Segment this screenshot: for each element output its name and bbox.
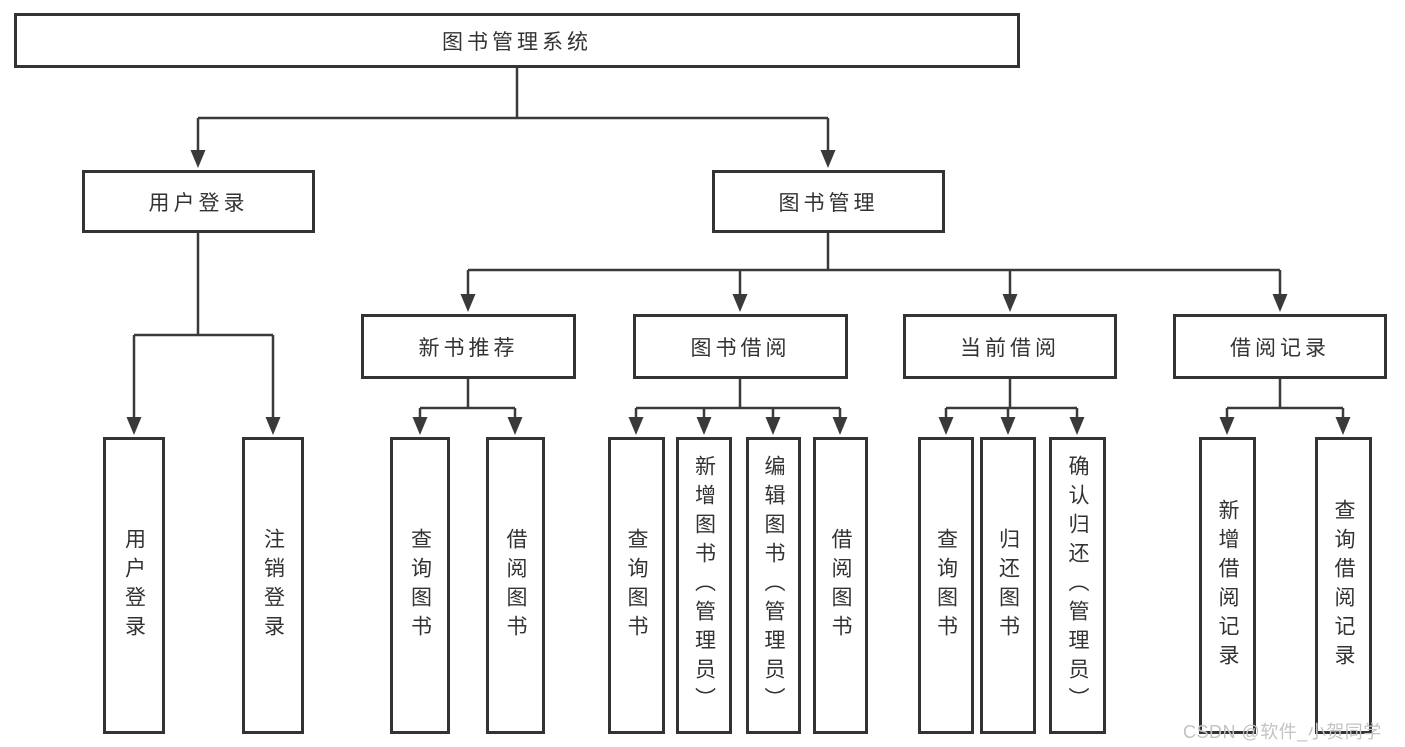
node-label: 图书借阅 bbox=[690, 336, 791, 360]
node-label: 新增图书（管理员） bbox=[692, 455, 716, 716]
node-label: 查询图书 bbox=[625, 527, 648, 644]
node-label: 用户登录 bbox=[148, 191, 249, 215]
node-label: 新书推荐 bbox=[418, 336, 519, 360]
node-label: 借阅图书 bbox=[829, 527, 852, 644]
node-user-login-group: 用户登录 bbox=[82, 170, 315, 233]
leaf-borrow-books-recommend: 借阅图书 bbox=[486, 437, 545, 734]
leaf-user-login: 用户登录 bbox=[103, 437, 165, 734]
node-label: 注销登录 bbox=[261, 527, 285, 644]
leaf-add-book-admin: 新增图书（管理员） bbox=[676, 437, 732, 734]
node-label: 图书管理系统 bbox=[442, 30, 592, 54]
node-current-borrowing: 当前借阅 bbox=[903, 314, 1117, 379]
node-new-book-recommend: 新书推荐 bbox=[361, 314, 576, 379]
node-label: 当前借阅 bbox=[960, 336, 1060, 360]
leaf-borrow-books-borrowing: 借阅图书 bbox=[813, 437, 868, 734]
leaf-confirm-return-admin: 确认归还（管理员） bbox=[1049, 437, 1106, 734]
node-label: 图书管理 bbox=[778, 191, 879, 215]
node-label: 用户登录 bbox=[122, 527, 146, 644]
leaf-add-borrow-record: 新增借阅记录 bbox=[1199, 437, 1256, 734]
node-label: 确认归还（管理员） bbox=[1066, 455, 1089, 716]
leaf-return-book: 归还图书 bbox=[980, 437, 1036, 734]
node-book-borrowing: 图书借阅 bbox=[633, 314, 848, 379]
node-label: 借阅图书 bbox=[504, 527, 527, 644]
node-book-management: 图书管理 bbox=[712, 170, 945, 233]
leaf-logout: 注销登录 bbox=[242, 437, 304, 734]
leaf-query-books-borrowing: 查询图书 bbox=[608, 437, 665, 734]
csdn-watermark: CSDN @软件_小贺同学 bbox=[1183, 722, 1382, 742]
tree-edges bbox=[132, 68, 1345, 421]
leaf-edit-book-admin: 编辑图书（管理员） bbox=[746, 437, 801, 734]
node-borrowing-records: 借阅记录 bbox=[1173, 314, 1387, 379]
node-label: 归还图书 bbox=[996, 527, 1020, 644]
node-label: 查询图书 bbox=[408, 527, 432, 644]
node-label: 查询图书 bbox=[934, 527, 958, 644]
node-library-management-system: 图书管理系统 bbox=[14, 13, 1020, 68]
leaf-query-books-current: 查询图书 bbox=[918, 437, 974, 734]
node-label: 编辑图书（管理员） bbox=[762, 455, 785, 716]
node-label: 查询借阅记录 bbox=[1332, 498, 1355, 673]
node-label: 借阅记录 bbox=[1230, 336, 1330, 360]
node-label: 新增借阅记录 bbox=[1216, 498, 1239, 673]
leaf-query-borrow-record: 查询借阅记录 bbox=[1315, 437, 1372, 734]
leaf-query-books-recommend: 查询图书 bbox=[390, 437, 450, 734]
